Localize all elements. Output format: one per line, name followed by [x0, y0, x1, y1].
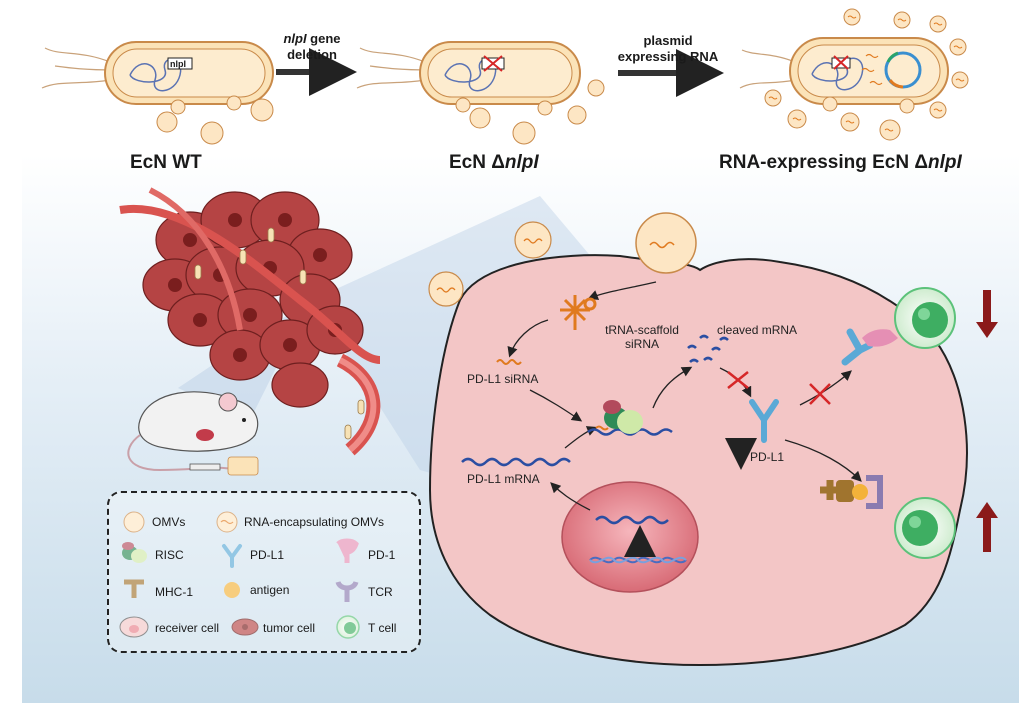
tumor-mass — [119, 187, 381, 456]
legend-pd1: PD-1 — [368, 548, 396, 562]
legend-box — [107, 491, 421, 653]
pdl1-label: PD-L1 — [750, 450, 785, 464]
risc-complex — [587, 400, 673, 436]
rna-expressing-bacterium — [739, 8, 969, 141]
step1-label: nlpI gene deletion — [272, 31, 352, 63]
step1-rest: gene — [306, 31, 341, 46]
stage-rna-prefix: RNA-expressing EcN Δ — [719, 152, 928, 173]
legend-tumor: tumor cell — [263, 621, 316, 635]
stage-rna-gene: nlpI — [928, 152, 962, 173]
ecn-delta-bacterium — [356, 41, 605, 145]
stage-delta-gene: nlpI — [504, 152, 539, 173]
stage-delta-prefix: EcN Δ — [449, 152, 505, 173]
stage-ecn-delta: EcN ΔnlpI — [449, 152, 539, 174]
stage-ecn-wt: EcN WT — [130, 152, 202, 173]
sirna-label: PD-L1 siRNA — [467, 372, 539, 386]
step2-line2: expressing RNA — [617, 49, 719, 64]
stage-rna-expressing: RNA-expressing EcN ΔnlpI — [719, 152, 962, 174]
trna-line1: tRNA-scaffold — [605, 323, 679, 337]
step1-gene-name: nlpI — [283, 31, 307, 46]
legend-risc: RISC — [155, 548, 184, 562]
t-cell-bottom — [820, 475, 956, 559]
trna-label: tRNA-scaffold siRNA — [602, 323, 682, 351]
legend-rna-omvs: RNA-encapsulating OMVs — [244, 515, 385, 529]
cleaved-mrna — [687, 334, 729, 363]
t-cell-top — [841, 287, 956, 366]
nucleus — [561, 481, 699, 593]
cleaved-mrna-label: cleaved mRNA — [717, 323, 798, 337]
gene-box-label: nlpI — [170, 59, 186, 69]
legend-mhc: MHC-1 — [155, 585, 193, 599]
legend-pdl1: PD-L1 — [250, 548, 285, 562]
mrna-label: PD-L1 mRNA — [467, 472, 540, 486]
pdl1-mrna — [461, 457, 571, 467]
trna-line2: siRNA — [624, 337, 659, 351]
step2-line1: plasmid — [643, 33, 693, 48]
rna-omvs-outside — [428, 212, 697, 307]
legend-omvs: OMVs — [152, 515, 186, 529]
mouse-illustration — [127, 391, 259, 476]
step2-label: plasmid expressing RNA — [604, 33, 732, 65]
pdl1-receptor — [749, 399, 779, 443]
step1-line2: deletion — [287, 47, 337, 62]
legend-tcell: T cell — [368, 621, 397, 635]
legend-receiver: receiver cell — [155, 621, 220, 635]
legend-tcr: TCR — [368, 585, 393, 599]
trna-scaffold-sirna — [560, 295, 597, 330]
legend-antigen: antigen — [250, 583, 290, 597]
ecn-wt-bacterium — [41, 41, 274, 145]
legend-icons — [119, 511, 360, 639]
